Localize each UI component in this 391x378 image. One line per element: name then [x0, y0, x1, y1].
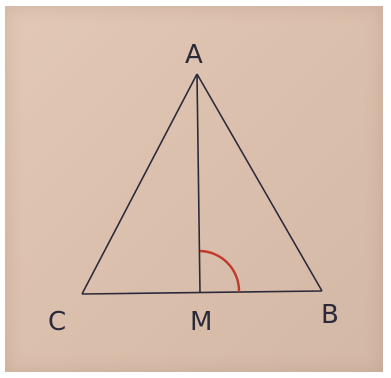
- segment-am: [196, 73, 201, 294]
- label-a: A: [185, 40, 203, 70]
- side-ac: [81, 73, 198, 295]
- side-cb: [81, 290, 323, 295]
- paper-background: [5, 6, 383, 372]
- angle-mark-amb: [199, 249, 241, 293]
- label-b: B: [321, 300, 339, 330]
- side-ab: [196, 73, 323, 292]
- label-c: C: [48, 307, 66, 337]
- label-m: M: [190, 307, 212, 337]
